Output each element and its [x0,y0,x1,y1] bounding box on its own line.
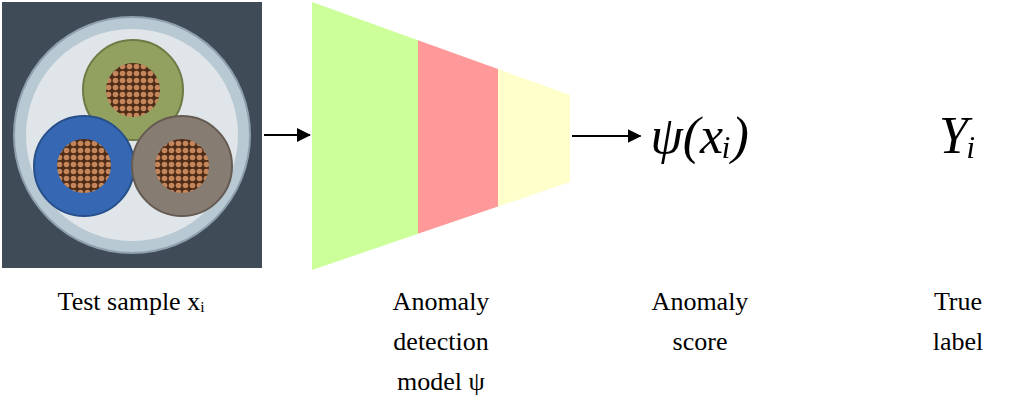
red-band [418,40,498,234]
score-node: ψ(xᵢ)Anomaly score [643,105,758,167]
cable-sheath [14,17,250,253]
math-symbol: Yᵢ [939,105,977,167]
flow-arrow [572,135,641,137]
trapezoid-shape [312,2,570,270]
label-node: YᵢTrue label [931,105,985,167]
photo-ground [2,2,262,268]
brown-wire [132,116,232,216]
caption-text: Test sample xᵢ [11,282,251,322]
flow-arrow [264,134,310,136]
caption-text: Anomaly score [638,282,763,362]
caption-text: Anomaly detection model ψ [371,282,511,402]
green-band [312,2,418,270]
image-node: Test sample xᵢ [2,2,262,268]
blue-wire [34,116,134,216]
yellow-band [498,69,570,207]
copper-core [57,139,111,193]
caption-text: True label [911,282,1006,362]
cable-filler [26,29,238,241]
copper-core [155,139,209,193]
math-symbol: ψ(xᵢ) [651,105,750,167]
copper-core [106,63,160,117]
model-trapezoid: Anomaly detection model ψ [312,2,570,270]
